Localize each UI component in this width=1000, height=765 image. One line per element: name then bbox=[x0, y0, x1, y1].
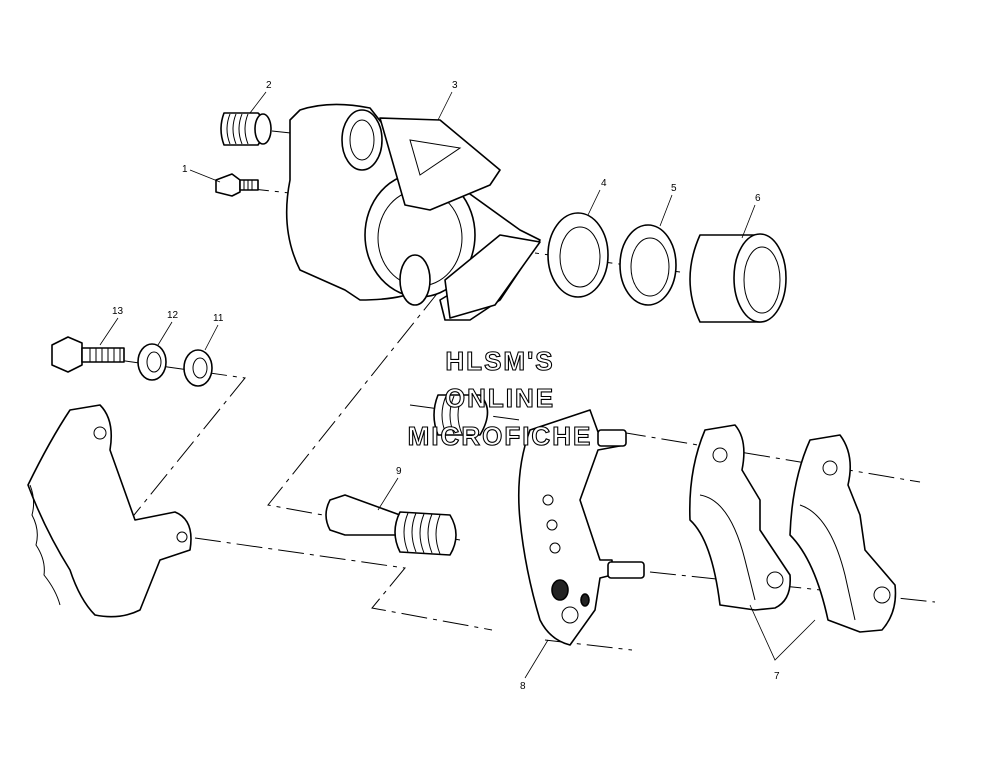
part-9-slide-pin bbox=[325, 494, 457, 556]
mounting-bracket bbox=[27, 404, 192, 618]
callout-3: 3 bbox=[452, 80, 458, 91]
callout-numbers: 1 2 3 4 5 6 7 8 9 11 12 13 bbox=[112, 80, 780, 692]
threaded-insert bbox=[433, 394, 489, 436]
callout-13: 13 bbox=[112, 306, 124, 317]
callout-12: 12 bbox=[167, 310, 179, 321]
watermark: HLSM'S ONLINE MICROFICHE bbox=[407, 345, 593, 451]
part-1-bleeder-screw bbox=[215, 173, 259, 197]
callout-6: 6 bbox=[755, 193, 761, 204]
part-2-cap bbox=[220, 112, 272, 146]
callout-1: 1 bbox=[182, 164, 188, 175]
part-6-piston bbox=[689, 233, 787, 323]
part-3-caliper-body bbox=[285, 103, 541, 321]
leader-lines bbox=[99, 91, 816, 679]
callout-8: 8 bbox=[520, 681, 526, 692]
watermark-line-2: ONLINE bbox=[445, 383, 555, 413]
watermark-line-3: MICROFICHE bbox=[408, 421, 593, 451]
part-8-anchor-plate bbox=[517, 409, 645, 646]
part-7-brake-pad-front bbox=[688, 424, 792, 611]
callout-4: 4 bbox=[601, 178, 607, 189]
callout-9: 9 bbox=[396, 466, 402, 477]
part-11-washer bbox=[183, 349, 213, 387]
callout-7: 7 bbox=[774, 671, 780, 682]
callout-11: 11 bbox=[213, 313, 224, 324]
part-4-seal bbox=[547, 212, 609, 298]
watermark-line-1: HLSM'S bbox=[445, 346, 554, 376]
part-5-seal bbox=[619, 224, 677, 306]
part-13-bolt bbox=[51, 336, 125, 373]
callout-2: 2 bbox=[266, 80, 272, 91]
part-7-brake-pad-rear bbox=[789, 434, 897, 633]
part-12-lock-washer bbox=[137, 343, 167, 381]
callout-5: 5 bbox=[671, 183, 677, 194]
